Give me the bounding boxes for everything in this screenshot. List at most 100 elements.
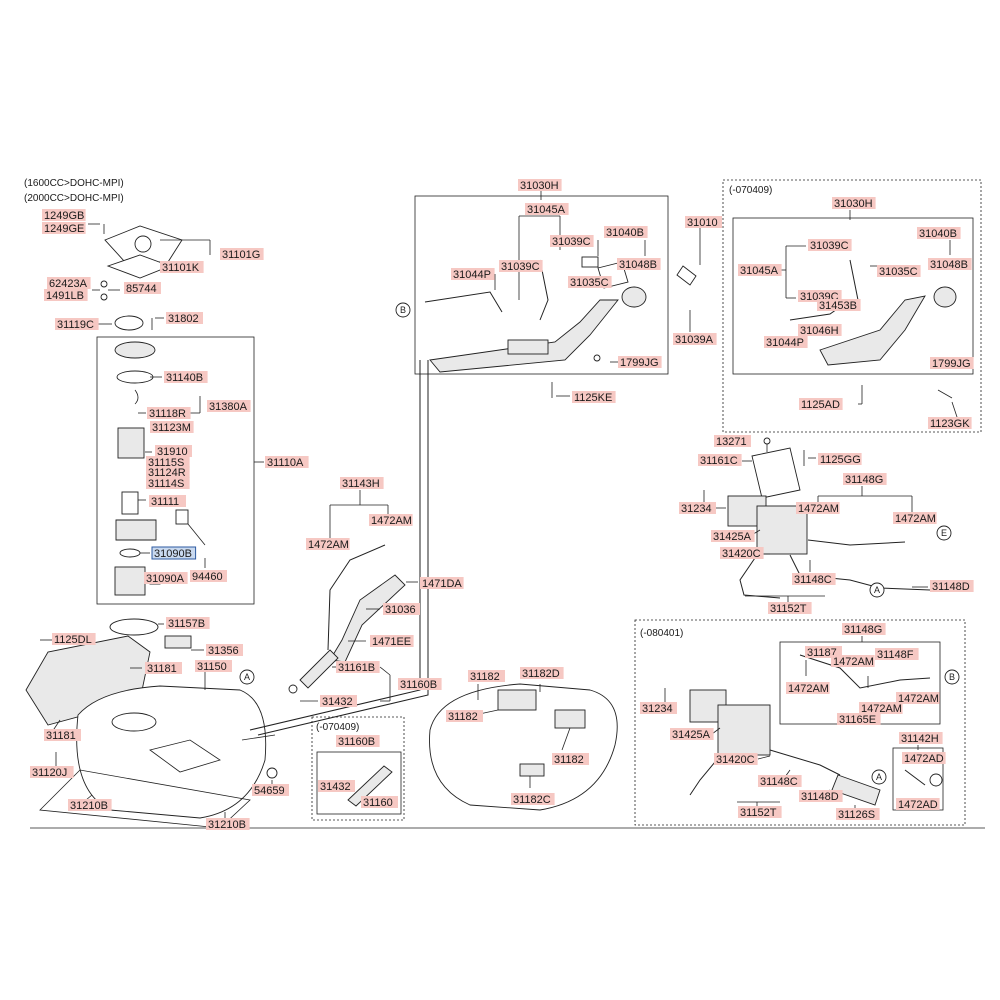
part-label-31039C_a[interactable]: 31039C (550, 235, 594, 248)
part-label-31140B[interactable]: 31140B (164, 371, 208, 384)
part-label-31165E[interactable]: 31165E (837, 713, 881, 726)
drain-hose-variant[interactable] (689, 755, 721, 796)
pump-oring-31140B[interactable] (116, 370, 154, 384)
nut-85744[interactable] (100, 280, 108, 288)
callout-b-top[interactable] (395, 302, 411, 318)
part-label-54659[interactable]: 54659 (252, 784, 289, 797)
part-label-31035C_b[interactable]: 31035C (877, 265, 921, 278)
part-label-31182_a[interactable]: 31182 (468, 670, 505, 683)
float-arm[interactable] (175, 509, 189, 525)
part-label-31148D_b[interactable]: 31148D (799, 790, 843, 803)
part-label-31045A_b[interactable]: 31045A (738, 264, 782, 277)
part-label-1125GG[interactable]: 1125GG (818, 453, 862, 466)
part-label-31210B_a[interactable]: 31210B (68, 799, 112, 812)
fuel-filter-31910[interactable] (117, 427, 145, 459)
part-label-31114S[interactable]: 31114S (146, 477, 190, 490)
part-label-1472AM_a[interactable]: 1472AM (306, 538, 350, 551)
pad-31182C[interactable] (519, 763, 545, 777)
callout-b-variant[interactable] (944, 669, 960, 685)
part-label-31119C[interactable]: 31119C (55, 318, 99, 331)
part-label-31148G_b[interactable]: 31148G (842, 623, 886, 636)
nut-1491LB[interactable] (100, 293, 108, 301)
pad-31182[interactable] (554, 709, 586, 729)
part-label-1491LB[interactable]: 1491LB (44, 289, 88, 302)
part-label-31044P_a[interactable]: 31044P (451, 268, 495, 281)
clamp-31432[interactable] (288, 684, 298, 694)
part-label-31453B[interactable]: 31453B (817, 299, 861, 312)
part-label-31234_b[interactable]: 31234 (640, 702, 677, 715)
vent-hose-31143H[interactable] (327, 544, 386, 651)
part-label-1123GK[interactable]: 1123GK (928, 417, 972, 430)
filler-neck-variant[interactable] (819, 295, 926, 366)
part-label-31030H_b[interactable]: 31030H (832, 197, 876, 210)
part-label-31036[interactable]: 31036 (383, 603, 420, 616)
pad-31182D[interactable] (497, 689, 537, 711)
part-label-31148C_a[interactable]: 31148C (792, 573, 836, 586)
part-label-85744[interactable]: 85744 (124, 282, 161, 295)
part-label-31160[interactable]: 31160 (361, 796, 398, 809)
part-label-31101G[interactable]: 31101G (220, 248, 264, 261)
part-label-31142H[interactable]: 31142H (899, 732, 943, 745)
part-label-31045A_a[interactable]: 31045A (525, 203, 569, 216)
part-label-31110A[interactable]: 31110A (265, 456, 309, 469)
part-label-31152T_b[interactable]: 31152T (738, 806, 782, 819)
part-label-31420C_b[interactable]: 31420C (714, 753, 758, 766)
part-label-31150[interactable]: 31150 (195, 660, 232, 673)
part-label-31039C_b[interactable]: 31039C (499, 260, 543, 273)
part-label-31123M[interactable]: 31123M (150, 421, 194, 434)
vent-tube-variant[interactable] (849, 259, 859, 301)
part-label-94460[interactable]: 94460 (190, 570, 227, 583)
part-label-31432_a[interactable]: 31432 (320, 695, 357, 708)
part-label-31148F[interactable]: 31148F (875, 648, 919, 661)
callout-e-canister[interactable] (936, 525, 952, 541)
purge-hose-variant[interactable] (769, 749, 841, 776)
part-label-31126S[interactable]: 31126S (836, 808, 880, 821)
callout-a-variant[interactable] (871, 769, 887, 785)
part-label-31111[interactable]: 31111 (149, 495, 186, 508)
part-label-1472AD_b[interactable]: 1472AD (896, 798, 940, 811)
oring-31119C[interactable] (114, 315, 144, 331)
reservoir-31090A[interactable] (114, 566, 146, 596)
part-label-31234_a[interactable]: 31234 (679, 502, 716, 515)
part-label-1249GE[interactable]: 1249GE (42, 222, 86, 235)
vent-pipe-31126S[interactable] (831, 774, 881, 806)
part-label-31425A_a[interactable]: 31425A (711, 530, 755, 543)
part-label-31356[interactable]: 31356 (206, 644, 243, 657)
grommet-54659[interactable] (266, 767, 278, 779)
part-label-62423A[interactable]: 62423A (47, 277, 91, 290)
part-label-31039A[interactable]: 31039A (673, 333, 717, 346)
part-label-31143H[interactable]: 31143H (340, 477, 384, 490)
part-label-31380A[interactable]: 31380A (207, 400, 251, 413)
part-label-31181b[interactable]: 31181 (44, 729, 81, 742)
part-label-31152T_a[interactable]: 31152T (768, 602, 812, 615)
part-label-1125DL[interactable]: 1125DL (52, 633, 96, 646)
part-label-31040B_a[interactable]: 31040B (604, 226, 648, 239)
canister-bracket-31161C[interactable] (751, 447, 801, 499)
lock-ring-31157B[interactable] (109, 618, 159, 636)
tank-strap-31210B[interactable] (39, 769, 251, 829)
part-label-31425A_b[interactable]: 31425A (670, 728, 714, 741)
part-label-31048B_b[interactable]: 31048B (928, 258, 972, 271)
part-label-31157B[interactable]: 31157B (166, 617, 210, 630)
filler-pipe-31161B[interactable] (299, 649, 339, 689)
fuel-tank-31150[interactable] (76, 685, 267, 819)
bolt-1799JG[interactable] (593, 354, 601, 362)
part-label-31432_b[interactable]: 31432 (318, 780, 355, 793)
pump-flange[interactable] (114, 341, 156, 359)
part-label-1472AM_e[interactable]: 1472AM (831, 655, 875, 668)
part-label-31420C_a[interactable]: 31420C (720, 547, 764, 560)
part-label-1472AD_a[interactable]: 1472AD (902, 752, 946, 765)
part-label-1799JG_a[interactable]: 1799JG (618, 356, 662, 369)
filler-pipe-31160[interactable] (347, 765, 393, 807)
hose-31142H[interactable] (904, 769, 926, 786)
nut-13271[interactable] (763, 437, 771, 445)
part-label-31120J[interactable]: 31120J (30, 766, 74, 779)
purge-hose-31148G[interactable] (807, 539, 906, 546)
part-label-13271[interactable]: 13271 (714, 435, 751, 448)
filler-cap-housing-31048B[interactable] (621, 286, 647, 308)
part-label-31046H[interactable]: 31046H (798, 324, 842, 337)
fuel-pump-31111[interactable] (121, 491, 139, 515)
part-label-31161B[interactable]: 31161B (336, 661, 380, 674)
part-label-31039C_c[interactable]: 31039C (808, 239, 852, 252)
callout-a-tank[interactable] (239, 669, 255, 685)
